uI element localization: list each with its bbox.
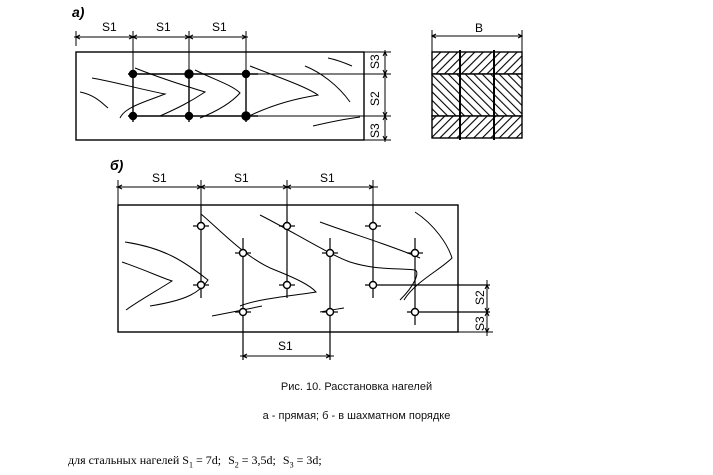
dowel (184, 111, 194, 121)
dowel (282, 221, 292, 231)
figure-caption-subtitle: а - прямая; б - в шахматном порядке (262, 410, 451, 422)
diagram-b-board (117, 204, 459, 333)
dim-a-s1-2: S1 (156, 20, 171, 34)
dim-b-s1-bottom: S1 (278, 339, 293, 353)
dowel (282, 280, 292, 290)
diagram-b-right-dimensions (458, 280, 493, 336)
diagram-a-cross-section (430, 30, 524, 140)
diagram-b-bottom-dimension (240, 353, 334, 359)
diagram-a-label: а) (72, 4, 85, 20)
formula-s2: S2 = 3,5d; (228, 453, 276, 470)
dowel (410, 248, 420, 258)
dowel (368, 280, 378, 290)
steel-dowel-formula: для стальных нагелей S1 = 7d; S2 = 3,5d;… (68, 453, 322, 469)
dowel (368, 221, 378, 231)
dowel (196, 221, 206, 231)
dowel (184, 69, 194, 79)
diagram-b-dowels (196, 221, 420, 317)
dowel (325, 307, 335, 317)
dim-a-s1-3: S1 (212, 20, 227, 34)
dim-b-s1-2: S1 (234, 171, 249, 185)
diagram-a-wood-grain (79, 57, 361, 127)
dim-a-s1-1: S1 (102, 20, 117, 34)
formula-s1: S1 = 7d; (182, 453, 222, 470)
dim-b-s1-3: S1 (320, 171, 335, 185)
dowel (241, 69, 251, 79)
diagram-a: а) S1 S1 S1 (72, 4, 524, 142)
diagram-b-wood-grain (121, 211, 453, 317)
dim-b-s3: S3 (473, 316, 487, 331)
dowel (128, 69, 138, 79)
diagram-a-board (75, 51, 365, 141)
dowel (238, 307, 248, 317)
diagram-b-top-dimensions (116, 180, 378, 228)
dowel (128, 111, 138, 121)
diagram-b-label: б) (110, 157, 124, 173)
formula-prefix: для стальных нагелей (68, 453, 180, 467)
dim-a-s2: S2 (368, 91, 382, 106)
formula-s3: S3 = 3d; (282, 453, 322, 470)
dowel (196, 280, 206, 290)
diagram-a-dowels (128, 69, 251, 121)
diagram-b-dowel-lines (193, 205, 490, 360)
dowel (238, 248, 248, 258)
dowel (325, 248, 335, 258)
dim-a-s3-bottom: S3 (368, 123, 382, 138)
figure-caption-title: Рис. 10. Расстановка нагелей (280, 381, 433, 393)
dim-b-s1-1: S1 (152, 171, 167, 185)
dowel (410, 307, 420, 317)
diagram-a-dowel-rows (128, 70, 258, 122)
dim-b-s2: S2 (473, 290, 487, 305)
diagram-a-right-dimensions (252, 50, 391, 142)
dim-a-s3-top: S3 (368, 54, 382, 69)
dowel (241, 111, 251, 121)
section-width-label: B (475, 21, 483, 35)
diagram-b: б) S1 S1 S1 (110, 157, 493, 360)
